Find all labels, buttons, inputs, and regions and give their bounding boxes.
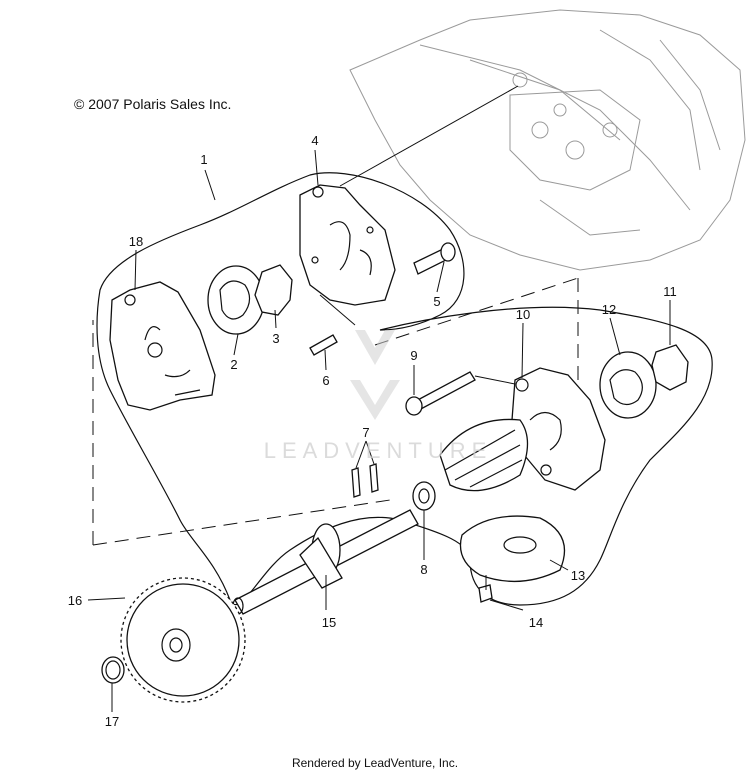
part-12-outer-rotor — [599, 351, 657, 419]
leader-6-guide — [319, 294, 356, 326]
part-9-long-bolt — [405, 371, 476, 416]
part-18-housing — [109, 281, 216, 411]
callout-15: 15 — [322, 615, 336, 630]
part-11-inner-rotor — [651, 344, 689, 391]
watermark-text: LEADVENTURE — [264, 438, 493, 463]
callout-8: 8 — [420, 562, 427, 577]
callout-2: 2 — [230, 357, 237, 372]
callout-7: 7 — [362, 425, 369, 440]
part-10-pump-body — [511, 367, 606, 491]
callout-18: 18 — [129, 234, 143, 249]
callout-10: 10 — [516, 307, 530, 322]
footer-credit: Rendered by LeadVenture, Inc. — [291, 756, 459, 770]
part-14-screw — [478, 575, 493, 603]
part-8-washer — [412, 481, 436, 511]
callout-1: 1 — [200, 152, 207, 167]
assembly-boundary — [96, 172, 713, 606]
callout-9: 9 — [410, 348, 417, 363]
watermark-logo: LEADVENTURE — [264, 330, 493, 463]
callout-labels: 1 2 3 4 5 6 7 8 9 10 11 12 13 14 15 16 1… — [68, 133, 677, 729]
callout-17: 17 — [105, 714, 119, 729]
part-16-gear — [120, 577, 246, 703]
callout-16: 16 — [68, 593, 82, 608]
leader-9 — [474, 375, 521, 386]
part-3-inner-rotor — [254, 264, 293, 316]
leader-engine — [339, 85, 519, 187]
part-15-shaft — [232, 509, 419, 615]
strainer-screen — [439, 418, 529, 492]
callout-4: 4 — [311, 133, 318, 148]
callout-11: 11 — [663, 284, 677, 299]
callout-5: 5 — [433, 294, 440, 309]
part-6-dowel-pin — [309, 334, 338, 356]
part-17-ring — [101, 656, 125, 684]
leader-lines — [87, 149, 671, 712]
callout-13: 13 — [571, 568, 585, 583]
callout-6: 6 — [322, 373, 329, 388]
engine-block-outline — [349, 9, 746, 271]
part-7-pins — [351, 463, 379, 498]
copyright-text: © 2007 Polaris Sales Inc. — [74, 96, 232, 112]
part-5-bolt — [413, 242, 456, 275]
callout-3: 3 — [272, 331, 279, 346]
callout-12: 12 — [602, 302, 616, 317]
part-4-cover-plate — [299, 184, 396, 306]
callout-14: 14 — [529, 615, 543, 630]
part-13-pickup-cover — [459, 515, 566, 583]
part-2-outer-rotor — [207, 265, 265, 335]
dashed-assembly-box — [92, 277, 579, 546]
